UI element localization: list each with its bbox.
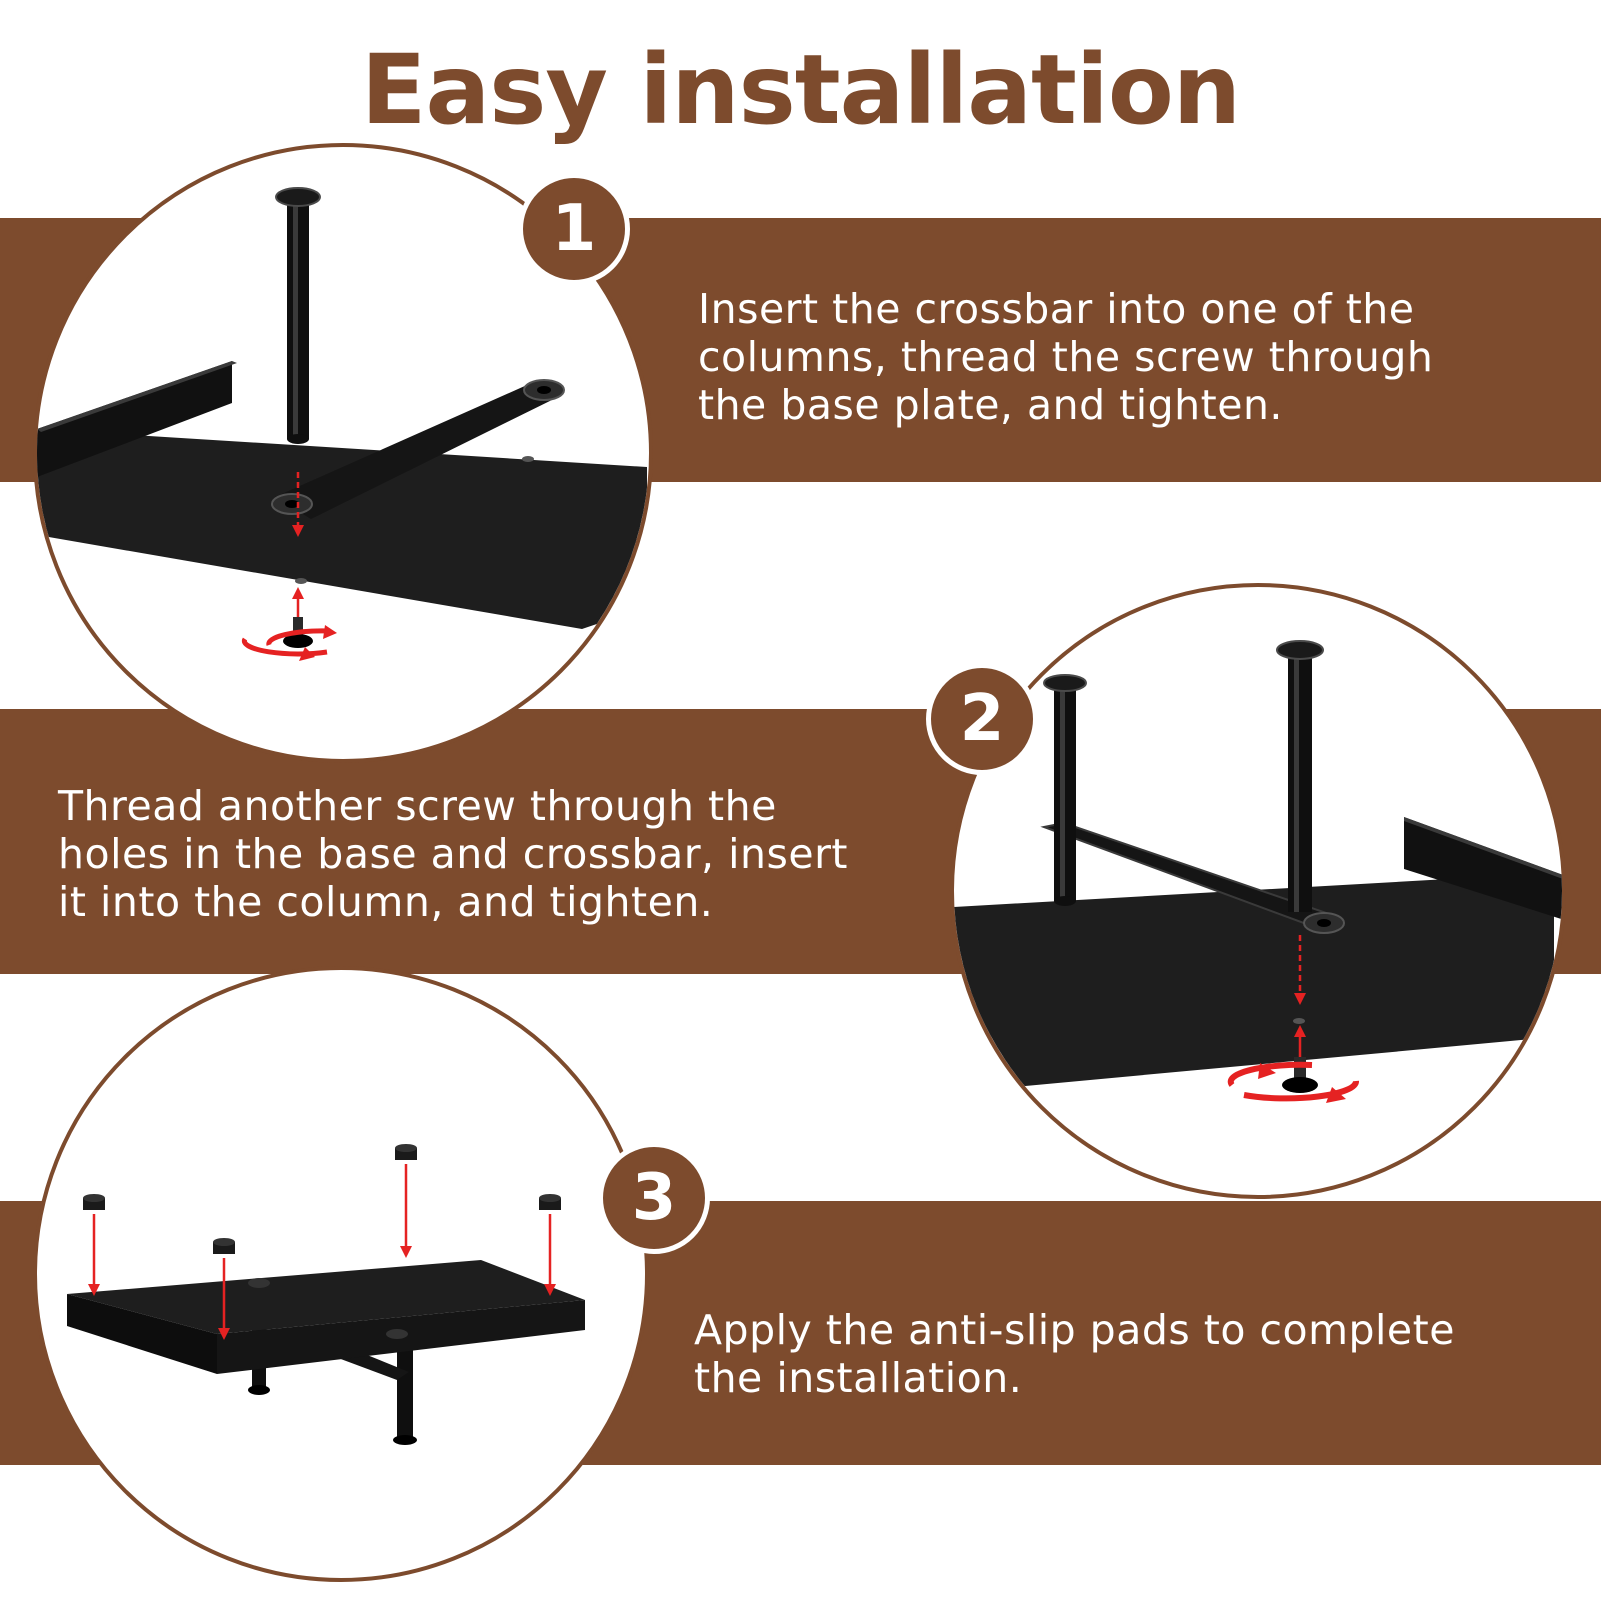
step-3-badge: 3 (598, 1142, 710, 1254)
base-plate (954, 873, 1554, 1087)
step-1-badge: 1 (518, 173, 630, 285)
plate-hole (295, 578, 307, 584)
step-2-drawing (954, 640, 1562, 1103)
column (1288, 650, 1312, 912)
step-3-drawing (67, 1144, 585, 1445)
step-1-drawing (37, 187, 647, 661)
screw (293, 617, 303, 639)
rotation-arrows (266, 628, 330, 646)
base-plate-lip (1404, 817, 1562, 920)
page-title: Easy installation (360, 34, 1241, 146)
column-cap (275, 187, 321, 207)
step-1-text: Insert the crossbar into one of the colu… (698, 285, 1434, 429)
step-3-text: Apply the anti-slip pads to complete the… (694, 1306, 1455, 1402)
base-plate-lip (37, 361, 232, 477)
shelf-top (67, 1260, 585, 1334)
base-plate (37, 429, 647, 629)
plate-hole (522, 456, 534, 462)
column (397, 1330, 413, 1440)
step-3-illustration (33, 966, 649, 1582)
step-2-badge: 2 (926, 663, 1038, 775)
crossbar (275, 385, 562, 519)
column-cap (1276, 640, 1324, 660)
rotation-arrows (1227, 1061, 1313, 1087)
plate-hole (1293, 1018, 1305, 1024)
step-2-illustration (950, 583, 1566, 1199)
shelf-front-edge (67, 1294, 217, 1374)
column-cap (1043, 674, 1087, 692)
step-2-text: Thread another screw through the holes i… (58, 782, 849, 926)
